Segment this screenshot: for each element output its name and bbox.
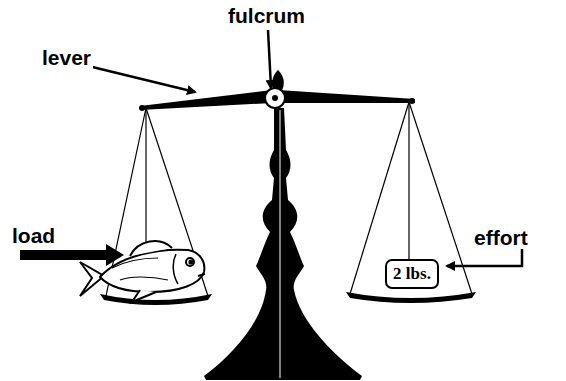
part-label: load <box>10 224 57 247</box>
part-label: lever <box>40 46 93 69</box>
right-pan <box>346 292 476 303</box>
weight-label: 2 lbs. <box>393 264 431 284</box>
part-label: effort <box>472 226 530 249</box>
scale-post <box>204 108 362 380</box>
weight-box: 2 lbs. <box>385 259 439 289</box>
part-label: fulcrum <box>226 4 307 27</box>
left-pan <box>100 294 212 305</box>
fulcrum-pivot <box>265 88 285 108</box>
leader-lines <box>20 30 522 266</box>
